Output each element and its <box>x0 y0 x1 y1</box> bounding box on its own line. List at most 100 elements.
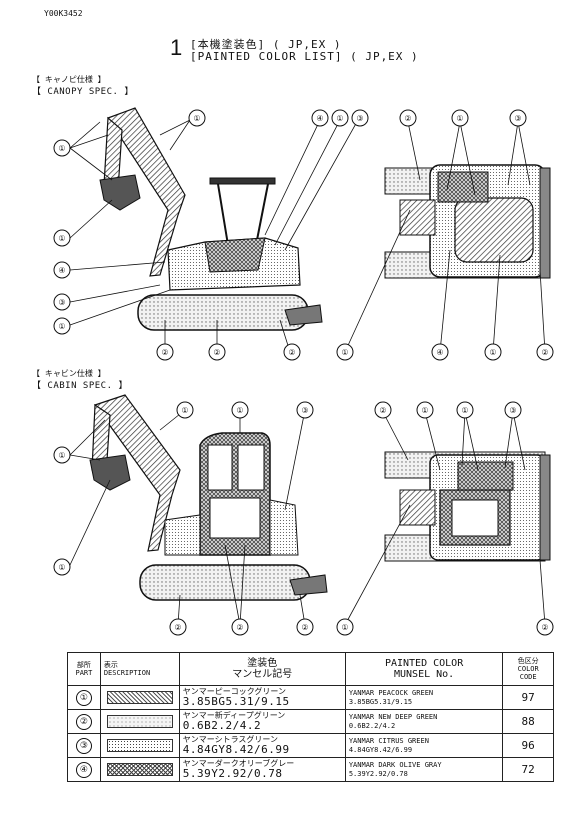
callout-2: ② <box>208 343 226 361</box>
cell-description <box>99 709 180 734</box>
cabin-top-boom <box>399 489 436 526</box>
cell-munsel: ヤンマーシトラスグリーン 4.84GY8.42/6.99 <box>178 733 346 758</box>
cabin-side-view <box>89 394 328 601</box>
callout-2-text: ② <box>541 623 548 632</box>
cabin-track <box>139 564 311 601</box>
header-painted-color: PAINTED COLOR MUNSEL No. <box>344 652 504 686</box>
callout-2: ② <box>296 618 314 636</box>
callout-2-text: ② <box>161 348 168 357</box>
munsel-value: 4.84GY8.42/6.99 <box>182 743 290 756</box>
cell-part: ② <box>67 709 101 734</box>
table-row: ③ ヤンマーシトラスグリーン 4.84GY8.42/6.99 YANMAR CI… <box>67 733 554 758</box>
header-part-jp: 部所 <box>76 661 91 669</box>
cabin-rear-body <box>269 499 299 556</box>
munsel-value-en: 5.39Y2.92/0.78 <box>348 769 408 778</box>
cell-part: ③ <box>67 733 101 758</box>
cabin-window-left <box>207 444 233 491</box>
munsel-value: 3.85BG5.31/9.15 <box>182 695 290 708</box>
document-id: Y00K3452 <box>44 9 83 18</box>
part-number: ③ <box>75 737 92 754</box>
callout-1-text: ① <box>193 114 200 123</box>
canopy-top-engine <box>437 171 489 203</box>
header-description: 表示 DESCRIPTION <box>99 652 180 686</box>
cell-color-code: 96 <box>502 733 554 758</box>
header-color-en-line1: PAINTED COLOR <box>384 658 464 669</box>
header-color-en-line2: MUNSEL No. <box>393 669 455 680</box>
callout-3: ③ <box>504 401 522 419</box>
header-code-en1: COLOR <box>517 665 539 673</box>
callout-1-text: ① <box>58 144 65 153</box>
cabin-top-view <box>384 451 551 562</box>
callout-4: ④ <box>431 343 449 361</box>
cabin-top-roof-window <box>451 499 499 537</box>
callout-2-text: ② <box>301 623 308 632</box>
callout-2-text: ② <box>213 348 220 357</box>
cabin-front-body <box>164 514 201 556</box>
callout-1: ① <box>231 401 249 419</box>
swatch-cross-hatch <box>106 763 173 776</box>
cell-part: ④ <box>67 757 101 782</box>
callout-1: ① <box>53 558 71 576</box>
munsel-value-en: 0.6B2.2/4.2 <box>348 721 396 730</box>
callout-1-text: ① <box>489 348 496 357</box>
callout-2: ② <box>156 343 174 361</box>
color-name-en: YANMAR NEW DEEP GREEN <box>348 712 438 721</box>
header-color-code: 色区分 COLOR CODE <box>502 652 554 686</box>
callout-1: ① <box>53 317 71 335</box>
cabin-spec-label-en: 【 CABIN SPEC. 】 <box>32 381 128 391</box>
painted-color-table: 部所 PART 表示 DESCRIPTION 塗装色 マンセル記号 PAINTE… <box>67 652 554 782</box>
color-name-en: YANMAR PEACOCK GREEN <box>348 688 434 697</box>
table-row: ② ヤンマー新ディープグリーン 0.6B2.2/4.2 YANMAR NEW D… <box>67 709 554 734</box>
callout-2: ② <box>169 618 187 636</box>
page-title-jp: [本機塗装色] ( JP,EX ) <box>190 38 342 51</box>
cell-painted-color: YANMAR PEACOCK GREEN 3.85BG5.31/9.15 <box>344 685 504 710</box>
cell-color-code: 97 <box>502 685 554 710</box>
header-code-en2: CODE <box>519 673 537 681</box>
callout-1-text: ① <box>58 451 65 460</box>
callout-1: ① <box>336 343 354 361</box>
callout-4-text: ④ <box>58 266 65 275</box>
callout-2-text: ② <box>379 406 386 415</box>
section-number: 1 <box>170 35 183 60</box>
munsel-value: 0.6B2.2/4.2 <box>182 719 262 732</box>
callout-2: ② <box>231 618 249 636</box>
callout-1: ① <box>451 109 469 127</box>
header-munsel-jp: 塗装色 マンセル記号 <box>178 652 346 686</box>
callout-4: ④ <box>53 261 71 279</box>
canopy-seat-area <box>204 237 266 273</box>
cell-painted-color: YANMAR NEW DEEP GREEN 0.6B2.2/4.2 <box>344 709 504 734</box>
callout-1: ① <box>331 109 349 127</box>
header-part-en: PART <box>75 669 93 677</box>
header-desc-jp: 表示 <box>103 661 118 669</box>
cell-color-code: 72 <box>502 757 554 782</box>
callout-1-text: ① <box>236 406 243 415</box>
table-header-row: 部所 PART 表示 DESCRIPTION 塗装色 マンセル記号 PAINTE… <box>67 652 554 686</box>
callout-1: ① <box>53 446 71 464</box>
munsel-value: 5.39Y2.92/0.78 <box>182 767 283 780</box>
callout-3-text: ③ <box>514 114 521 123</box>
callout-2: ② <box>536 343 554 361</box>
callout-3: ③ <box>351 109 369 127</box>
callout-2: ② <box>374 401 392 419</box>
cell-description <box>99 757 180 782</box>
cabin-door <box>209 497 261 539</box>
canopy-top-view <box>384 164 551 279</box>
callout-2: ② <box>399 109 417 127</box>
canopy-blade <box>284 304 323 326</box>
header-part: 部所 PART <box>67 652 101 686</box>
color-name-en: YANMAR CITRUS GREEN <box>348 736 429 745</box>
callout-3-text: ③ <box>356 114 363 123</box>
canopy-boom <box>107 107 186 277</box>
callout-1: ① <box>176 401 194 419</box>
cabin-top-engine <box>457 461 514 491</box>
header-desc-en: DESCRIPTION <box>103 669 151 677</box>
callout-1-text: ① <box>341 348 348 357</box>
table-row: ① ヤンマーピーコックグリーン 3.85BG5.31/9.15 YANMAR P… <box>67 685 554 710</box>
cell-munsel: ヤンマー新ディープグリーン 0.6B2.2/4.2 <box>178 709 346 734</box>
callout-1-text: ① <box>336 114 343 123</box>
color-name-en: YANMAR DARK OLIVE GRAY <box>348 760 442 769</box>
callout-3: ③ <box>53 293 71 311</box>
callout-1: ① <box>188 109 206 127</box>
callout-4: ④ <box>311 109 329 127</box>
munsel-value-en: 3.85BG5.31/9.15 <box>348 697 413 706</box>
